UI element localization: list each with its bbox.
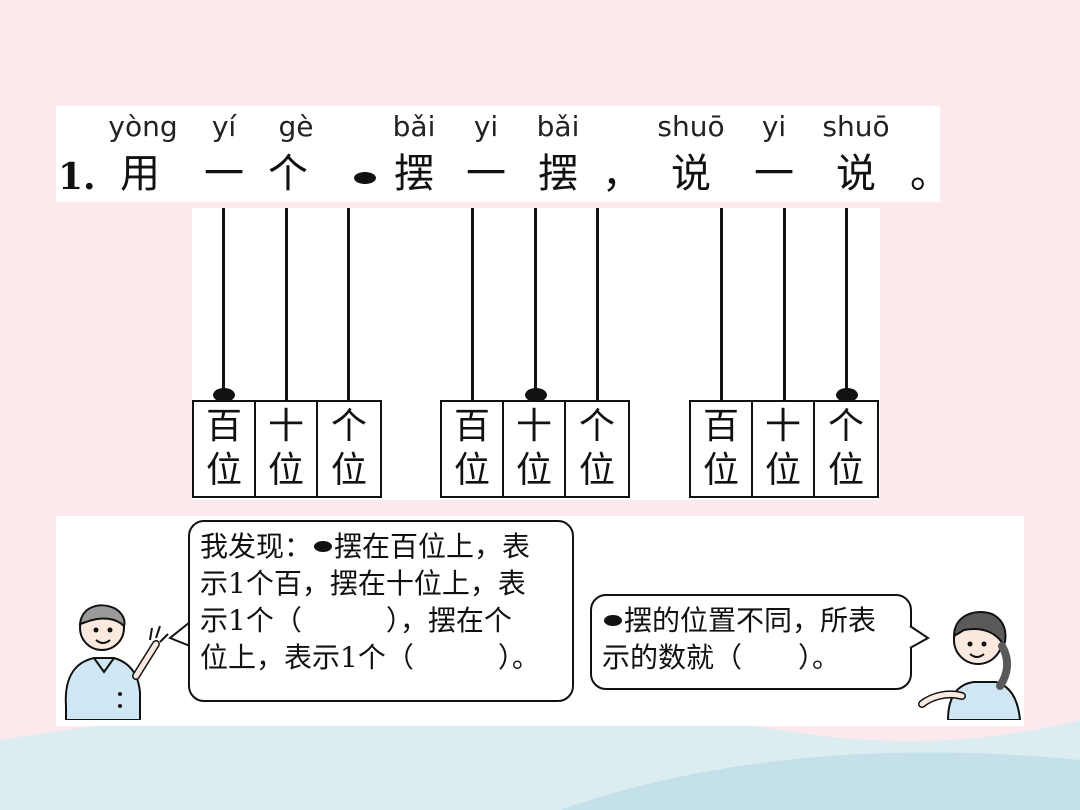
boy-illustration	[64, 604, 169, 720]
abacus-rod	[471, 208, 474, 400]
hanzi: 一	[204, 151, 244, 197]
pinyin: yòng	[108, 110, 178, 143]
abacus-rod	[347, 208, 350, 400]
speech-tail	[168, 621, 191, 647]
hanzi-row: 1. 用 一 个 摆 一 摆 ， 说 一 说 。	[56, 106, 950, 202]
speech-tail	[909, 625, 930, 649]
bead-icon	[836, 388, 858, 402]
bead-icon	[213, 388, 235, 402]
abacus-diagram: 百 位 十 位 个 位 百 位 十 位 个 位	[192, 208, 880, 500]
place-value-table: 百 位 十 位 个 位	[440, 400, 630, 498]
bubble-line: 示1个百，摆在十位上，表	[200, 567, 526, 600]
bead-icon	[314, 541, 333, 552]
pinyin-row: yòng yí gè bǎi yi bǎi shuō yi shuō	[56, 106, 940, 202]
abacus-rod	[783, 208, 786, 400]
place-value-table: 百 位 十 位 个 位	[192, 400, 382, 498]
speech-bubble-left: 我发现：摆在百位上，表 示1个百，摆在十位上，表 示1个（ ），摆在个 位上，表…	[188, 520, 574, 702]
hanzi: 一	[466, 151, 506, 197]
bubble-line: 示1个（ ），摆在个	[200, 604, 512, 637]
pinyin: bǎi	[536, 110, 580, 143]
abacus-rod	[285, 208, 288, 400]
hanzi: 摆	[538, 151, 578, 197]
place-cell-ones: 个 位	[827, 406, 864, 491]
girl-illustration	[918, 611, 1022, 720]
bubble-line: 我发现：摆在百位上，表	[200, 530, 531, 563]
place-value-table: 百 位 十 位 个 位	[689, 400, 879, 498]
abacus-rod	[534, 208, 537, 400]
place-cell-tens: 十 位	[504, 402, 566, 496]
abacus-rod	[720, 208, 723, 400]
place-cell-ones: 个 位	[330, 406, 367, 491]
hanzi: 一	[754, 151, 794, 197]
place-cell-tens: 十 位	[753, 402, 815, 496]
place-cell-hundreds: 百 位	[691, 402, 753, 496]
discussion-area: 我发现：摆在百位上，表 示1个百，摆在十位上，表 示1个（ ），摆在个 位上，表…	[56, 516, 1024, 726]
place-cell-ones: 个 位	[578, 406, 615, 491]
bubble-line: 摆的位置不同，所表	[602, 602, 902, 639]
hanzi: 个	[268, 151, 308, 197]
pinyin: gè	[278, 110, 314, 143]
hanzi: 说	[836, 151, 876, 197]
bead-icon	[525, 388, 547, 402]
pinyin: shuō	[657, 110, 725, 143]
hanzi: 摆	[394, 151, 434, 197]
abacus-rod	[845, 208, 848, 400]
bead-icon	[354, 172, 376, 184]
question-number: 1.	[58, 156, 96, 198]
bubble-line: 位上，表示1个（ ）。	[200, 641, 540, 674]
abacus-rod	[222, 208, 225, 400]
hanzi: ，	[602, 151, 642, 197]
pinyin: shuō	[822, 110, 890, 143]
pinyin: bǎi	[392, 110, 436, 143]
bead-icon	[604, 615, 622, 626]
place-cell-tens: 十 位	[256, 402, 318, 496]
hanzi: 。	[910, 151, 950, 197]
pinyin: yi	[473, 110, 499, 143]
bubble-line: 示的数就（ ）。	[602, 641, 841, 674]
speech-bubble-right: 摆的位置不同，所表 示的数就（ ）。	[590, 594, 912, 690]
place-cell-hundreds: 百 位	[194, 402, 256, 496]
question-title: yòng yí gè bǎi yi bǎi shuō yi shuō 1. 用 …	[56, 106, 950, 202]
hanzi: 用	[120, 151, 160, 197]
pinyin: yi	[761, 110, 787, 143]
hanzi: 说	[671, 151, 711, 197]
abacus-rod	[596, 208, 599, 400]
pinyin: yí	[211, 110, 237, 143]
place-cell-hundreds: 百 位	[442, 402, 504, 496]
